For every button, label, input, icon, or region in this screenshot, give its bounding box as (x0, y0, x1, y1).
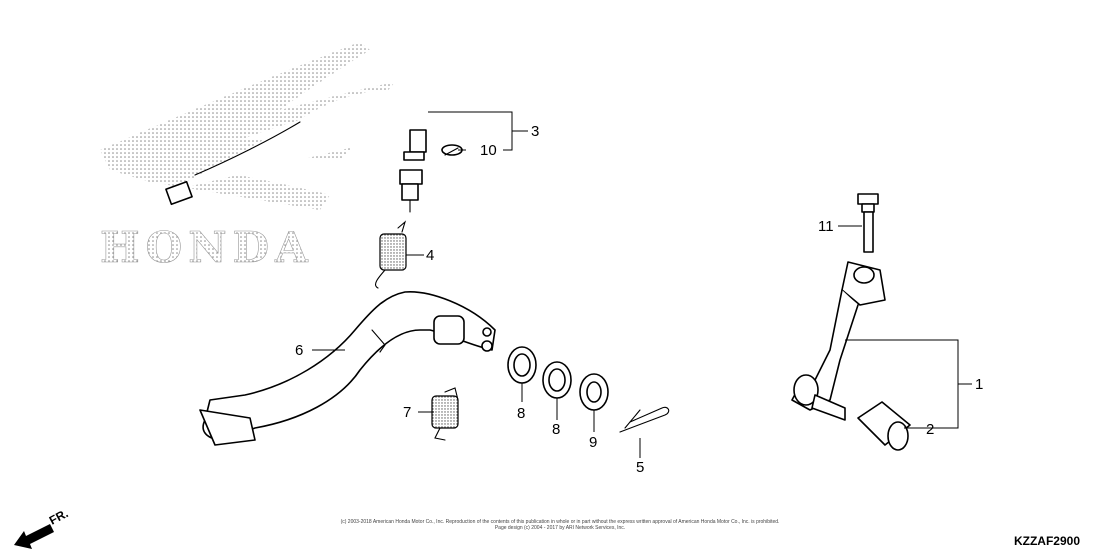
callout-3: 3 (531, 123, 539, 140)
part-11-bolt (857, 193, 879, 253)
callout-4: 4 (426, 247, 434, 264)
callout-labels: 1 2 3 4 5 6 7 8 8 9 10 11 (295, 123, 983, 476)
callout-7: 7 (403, 404, 411, 421)
copyright-line-1: (c) 2003-2018 American Honda Motor Co., … (340, 519, 780, 525)
leader-lines (312, 111, 972, 458)
part-8-bearing-right (542, 361, 572, 399)
callout-8-left: 8 (517, 405, 525, 422)
callout-5: 5 (636, 459, 644, 476)
direction-label: FR. (47, 506, 71, 527)
part-1-kick-starter-arm (791, 261, 886, 421)
honda-watermark-text: HONDA (100, 223, 314, 272)
callout-6: 6 (295, 342, 303, 359)
part-8-bearing-left (507, 346, 537, 384)
callout-1: 1 (975, 376, 983, 393)
honda-wing-watermark (100, 42, 395, 210)
callout-2: 2 (926, 421, 934, 438)
callout-11: 11 (818, 218, 834, 235)
callout-8-right: 8 (552, 421, 560, 438)
copyright-notice: (c) 2003-2018 American Honda Motor Co., … (300, 519, 820, 531)
copyright-line-2: Page design (c) 2004 - 2017 by ARI Netwo… (494, 525, 626, 531)
diagram-code: KZZAF2900 (1013, 534, 1080, 548)
part-2-kick-rubber (857, 401, 911, 451)
callout-9: 9 (589, 434, 597, 451)
part-9-washer (579, 373, 609, 411)
part-4-spring (375, 220, 407, 289)
part-3-brake-switch (165, 90, 427, 213)
front-direction-arrow: FR. (14, 506, 70, 549)
callout-10: 10 (480, 142, 497, 159)
part-7-spring (431, 387, 459, 441)
part-5-cotter-pin (619, 406, 670, 433)
arrow-icon (14, 524, 54, 549)
part-6-brake-pedal (199, 291, 496, 446)
